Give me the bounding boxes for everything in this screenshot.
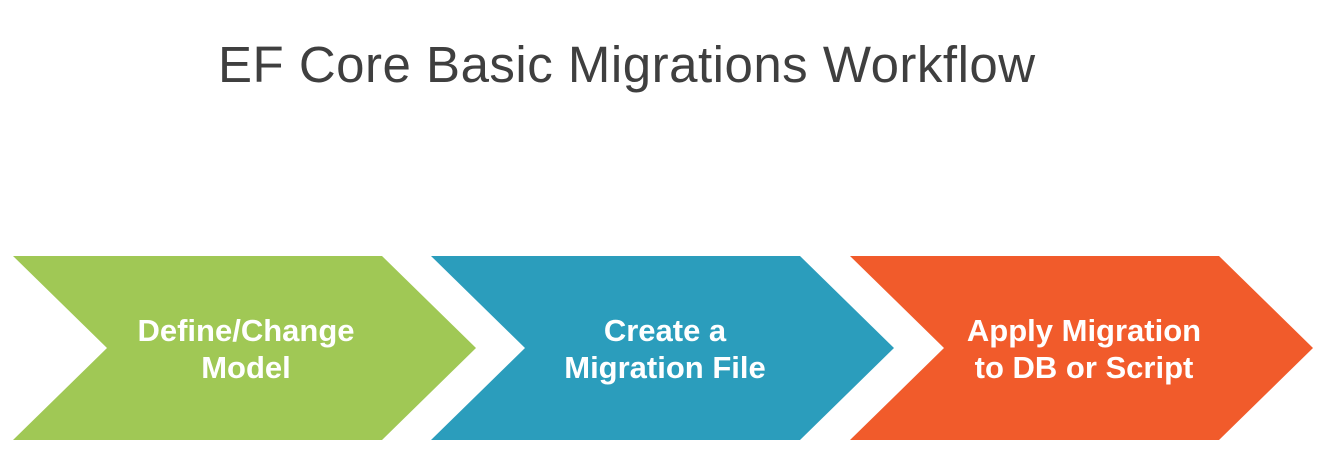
step-1-label-line1: Define/Change [137, 313, 355, 348]
step-2-label-line2: Migration File [564, 350, 766, 385]
step-1-chevron [13, 256, 476, 440]
step-1-label-line2: Model [201, 350, 291, 385]
step-3-label-line1: Apply Migration [966, 313, 1202, 348]
step-2-chevron [431, 256, 894, 440]
page-title: EF Core Basic Migrations Workflow [218, 36, 1036, 93]
step-3-label-line2: to DB or Script [974, 350, 1194, 385]
step-2-label: Create a Migration File [505, 312, 825, 386]
step-3-label: Apply Migration to DB or Script [924, 312, 1244, 386]
step-1-label: Define/Change Model [86, 312, 406, 386]
step-2-label-line1: Create a [603, 313, 727, 348]
step-3-chevron [850, 256, 1313, 440]
